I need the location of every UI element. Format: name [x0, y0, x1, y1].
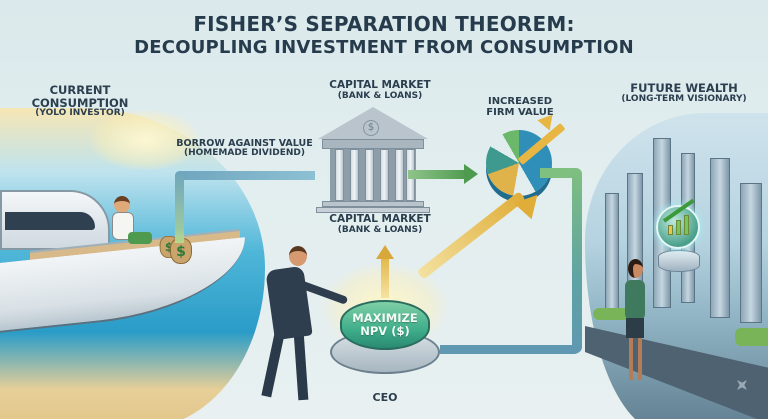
ceo-leg: [261, 331, 285, 398]
capital-market-label-bottom: CAPITAL MARKET (BANK & LOANS): [329, 213, 431, 235]
dollar-icon: $: [363, 120, 379, 136]
sun-glow: [90, 110, 200, 170]
visionary-head: [628, 259, 643, 278]
bank-column: [350, 149, 359, 201]
green-pipe-top: [540, 168, 582, 178]
bank-column: [335, 149, 344, 201]
bank-column: [365, 149, 374, 201]
visionary-figure: [625, 280, 645, 320]
maximize-npv-button[interactable]: MAXIMIZE NPV ($): [340, 300, 430, 350]
gold-arrow-up: [381, 258, 389, 298]
orb-pedestal: [658, 250, 700, 272]
bank-column: [380, 149, 389, 201]
visionary-skirt: [626, 318, 644, 338]
title-line-1: FISHER’S SEPARATION THEOREM:: [193, 12, 575, 36]
money-bag-icon: $: [170, 238, 192, 264]
gold-arrow-up-head-icon: [376, 245, 394, 259]
button-label-line-2: NPV ($): [360, 324, 410, 338]
grass-patch: [593, 308, 633, 320]
increased-firm-value-label: INCREASED FIRM VALUE: [486, 96, 554, 118]
bank-entablature: [322, 139, 424, 149]
chart-bar: [668, 225, 673, 235]
visionary-leg: [629, 338, 633, 380]
skyscraper: [710, 158, 730, 318]
current-consumption-label: CURRENT CONSUMPTION (YOLO INVESTOR): [31, 83, 129, 119]
borrow-flow-pipe-horizontal: [175, 171, 315, 180]
visionary-leg: [638, 338, 642, 380]
ceo-head: [289, 246, 307, 266]
skyscraper: [740, 183, 762, 323]
bank-step: [322, 201, 424, 207]
green-pipe-vertical: [572, 168, 582, 353]
yacht-window: [5, 212, 95, 230]
borrow-against-value-label: BORROW AGAINST VALUE (HOMEMADE DIVIDEND): [176, 138, 313, 159]
ceo-label: CEO: [372, 391, 398, 404]
borrow-flow-pipe-vertical: [175, 171, 184, 243]
gold-arrow-to-firm-value: [416, 191, 526, 280]
investor-shorts: [128, 232, 152, 244]
ceo-figure: [265, 265, 313, 341]
capital-market-label-top: CAPITAL MARKET (BANK & LOANS): [329, 79, 431, 101]
ceo-leg: [293, 331, 309, 401]
blue-pipe-bottom: [440, 345, 582, 354]
future-wealth-label: FUTURE WEALTH (LONG-TERM VISIONARY): [621, 81, 747, 104]
chart-bar: [684, 215, 689, 235]
grass-patch: [735, 328, 768, 346]
bank-column: [395, 149, 404, 201]
title-line-2: DECOUPLING INVESTMENT FROM CONSUMPTION: [134, 37, 634, 58]
skyscraper: [605, 193, 619, 313]
chart-bar: [676, 220, 681, 235]
button-label-line-1: MAXIMIZE: [352, 310, 418, 325]
green-arrow-head-icon: [464, 164, 478, 184]
bank-step: [316, 207, 430, 213]
investor-head: [114, 196, 130, 213]
green-arrow-to-firm-value: [408, 170, 468, 179]
